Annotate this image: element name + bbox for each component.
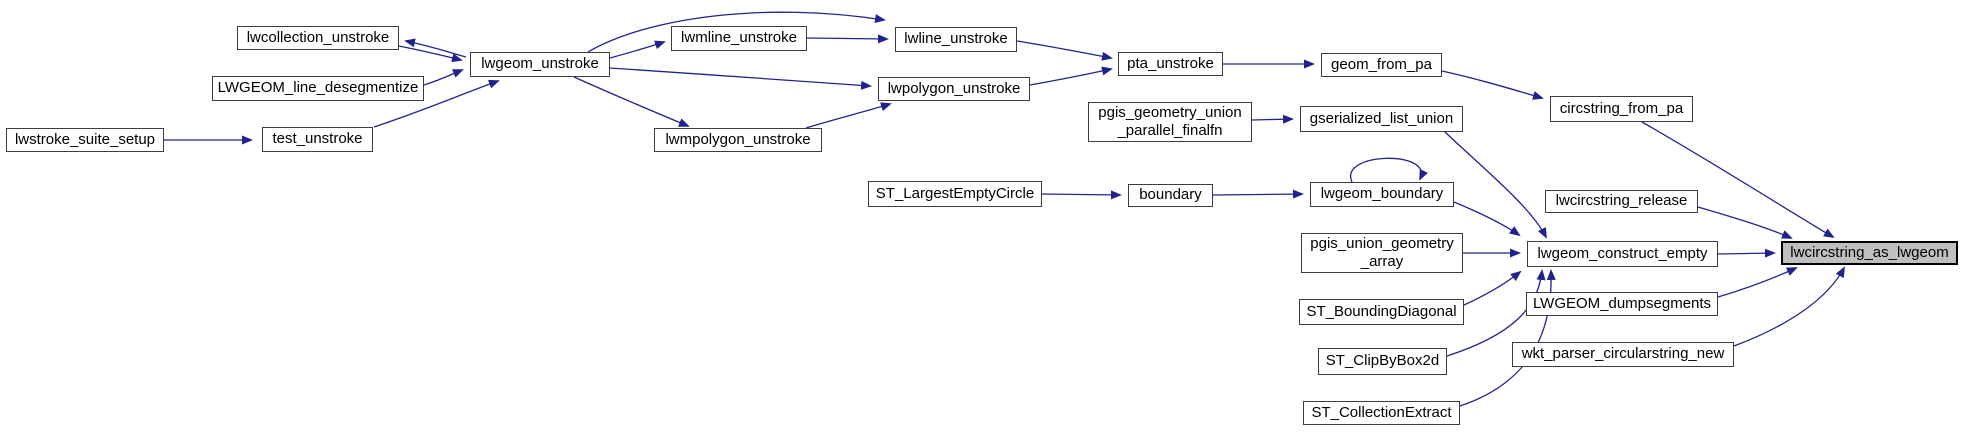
node-wkt-parser-circularstring-new[interactable]: wkt_parser_circularstring_new <box>1512 342 1734 367</box>
edge-lwgeom_unstroke-lwmline_unstroke <box>609 40 666 59</box>
node-lwgeom-unstroke[interactable]: lwgeom_unstroke <box>470 52 610 77</box>
edge-ST_LargestEmptyCircle-boundary <box>1041 190 1122 200</box>
node-lwcircstring-as-lwgeom: lwcircstring_as_lwgeom <box>1781 241 1958 265</box>
node-lwstroke-suite-setup[interactable]: lwstroke_suite_setup <box>6 128 164 152</box>
edge-lwgeom_unstroke-lwline_unstroke <box>587 11 886 53</box>
node-pta-unstroke[interactable]: pta_unstroke <box>1118 52 1223 76</box>
node-lwpolygon-unstroke[interactable]: lwpolygon_unstroke <box>878 77 1030 101</box>
node-lwgeom-line-desegmentize[interactable]: LWGEOM_line_desegmentize <box>212 76 424 101</box>
edge-lwgeom_boundary-self-loop <box>1349 157 1428 183</box>
node-pgis-union-geometry-array[interactable]: pgis_union_geometry _array <box>1301 233 1463 273</box>
node-gserialized-list-union[interactable]: gserialized_list_union <box>1300 106 1463 132</box>
edge-circstring_from_pa-lwcircstring_as_lwgeom <box>1641 121 1835 239</box>
edge-lwgeom_construct_empty-lwcircstring_as_lwgeom <box>1717 248 1776 258</box>
edge-test_unstroke-lwgeom_unstroke <box>373 79 500 128</box>
node-st-clipbybox2d[interactable]: ST_ClipByBox2d <box>1318 348 1447 375</box>
edge-lwgeom_unstroke-lwmpolygon_unstroke <box>573 76 690 127</box>
edge-lwmpolygon_unstroke-lwpolygon_unstroke <box>805 102 892 129</box>
node-lwgeom-boundary[interactable]: lwgeom_boundary <box>1310 182 1454 207</box>
edge-LWGEOM_line_desegmentize-lwgeom_unstroke <box>423 69 464 86</box>
edge-lwline_unstroke-pta_unstroke <box>1016 40 1113 61</box>
edge-ST_ClipByBox2d-lwgeom_construct_empty <box>1446 269 1546 357</box>
edge-pgis_geometry_union_parallel_finalfn-gserialized_list_union <box>1251 114 1294 124</box>
node-st-largestemptycircle[interactable]: ST_LargestEmptyCircle <box>868 181 1042 207</box>
node-lwmpolygon-unstroke[interactable]: lwmpolygon_unstroke <box>654 128 822 152</box>
edge-wkt_parser_circularstring_new-lwcircstring_as_lwgeom <box>1733 266 1845 347</box>
edge-boundary-lwgeom_boundary <box>1212 189 1304 199</box>
edge-LWGEOM_dumpsegments-lwcircstring_as_lwgeom <box>1717 267 1798 298</box>
edge-lwpolygon_unstroke-pta_unstroke <box>1029 66 1113 86</box>
node-geom-from-pa[interactable]: geom_from_pa <box>1321 53 1442 77</box>
node-test-unstroke[interactable]: test_unstroke <box>262 127 373 152</box>
edge-lwgeom_unstroke-lwpolygon_unstroke <box>609 67 872 90</box>
node-circstring-from-pa[interactable]: circstring_from_pa <box>1550 96 1693 122</box>
edge-ST_BoundingDiagonal-lwgeom_construct_empty <box>1463 270 1522 306</box>
node-st-collectionextract[interactable]: ST_CollectionExtract <box>1303 401 1460 425</box>
node-lwcircstring-release[interactable]: lwcircstring_release <box>1545 190 1698 213</box>
edge-geom_from_pa-circstring_from_pa <box>1441 70 1544 100</box>
node-st-boundingdiagonal[interactable]: ST_BoundingDiagonal <box>1299 299 1464 325</box>
node-pgis-geometry-union-parallel-finalfn[interactable]: pgis_geometry_union _parallel_finalfn <box>1088 102 1252 142</box>
node-boundary[interactable]: boundary <box>1128 184 1213 207</box>
edge-lwcircstring_release-lwcircstring_as_lwgeom <box>1697 206 1793 239</box>
node-lwline-unstroke[interactable]: lwline_unstroke <box>895 27 1017 52</box>
node-lwmline-unstroke[interactable]: lwmline_unstroke <box>671 26 807 51</box>
node-lwcollection-unstroke[interactable]: lwcollection_unstroke <box>237 26 399 50</box>
edge-lwmline_unstroke-lwline_unstroke <box>806 34 889 44</box>
edge-gserialized_list_union-lwgeom_construct_empty <box>1444 131 1547 239</box>
edge-lwgeom_unstroke-lwcollection_unstroke <box>404 38 467 58</box>
edge-lwgeom_boundary-lwgeom_construct_empty <box>1453 201 1521 237</box>
node-lwgeom-dumpsegments[interactable]: LWGEOM_dumpsegments <box>1526 292 1718 316</box>
node-lwgeom-construct-empty[interactable]: lwgeom_construct_empty <box>1527 241 1718 267</box>
